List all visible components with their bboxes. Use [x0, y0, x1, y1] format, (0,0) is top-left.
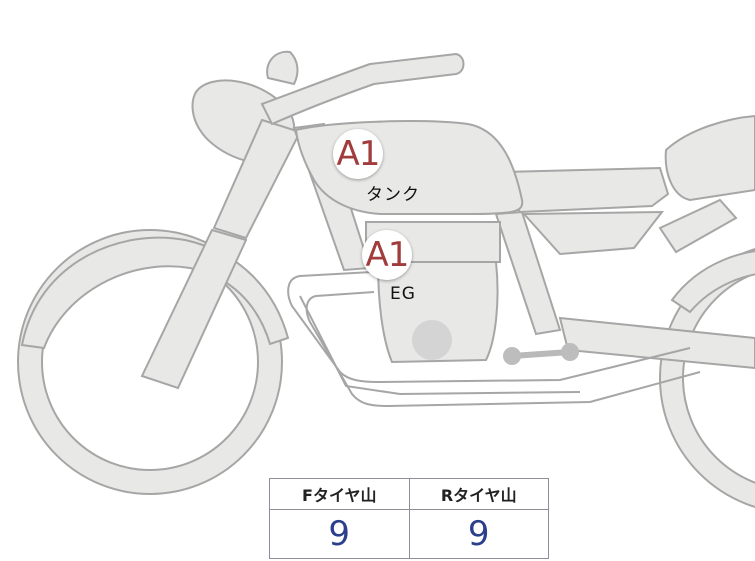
exhaust-pipe-mid — [299, 295, 581, 396]
rear-cowl — [664, 114, 755, 202]
fork-lower — [140, 228, 248, 390]
engine-label: EG — [390, 284, 416, 304]
engine-damage-code: A1 — [365, 235, 410, 275]
front-fork — [212, 118, 302, 240]
exhaust-pipe-lower — [305, 291, 701, 408]
rear-shock — [658, 198, 738, 254]
table-header-row: Fタイヤ山 Rタイヤ山 — [269, 478, 549, 510]
rear-fender — [670, 250, 755, 314]
tank-damage-marker: A1 — [333, 129, 383, 179]
front-tire-tread-header: Fタイヤ山 — [269, 478, 410, 510]
tank-damage-code: A1 — [336, 134, 381, 174]
rear-tire-tread-value: 9 — [408, 509, 549, 559]
frame-downtube — [494, 210, 562, 336]
tank-label: タンク — [366, 185, 420, 205]
swingarm — [558, 316, 755, 370]
foot-peg — [503, 343, 579, 365]
seat — [502, 166, 670, 214]
side-cover — [521, 210, 665, 256]
handlebar-grip — [260, 52, 465, 126]
front-tire-tread-value: 9 — [269, 509, 410, 559]
handlebar — [266, 50, 299, 86]
rear-wheel — [659, 248, 755, 508]
rear-tire-tread-header: Rタイヤ山 — [408, 478, 549, 510]
tire-tread-table: Fタイヤ山 Rタイヤ山 9 9 — [269, 478, 549, 559]
engine-damage-marker: A1 — [362, 230, 412, 280]
table-value-row: 9 9 — [269, 509, 549, 559]
